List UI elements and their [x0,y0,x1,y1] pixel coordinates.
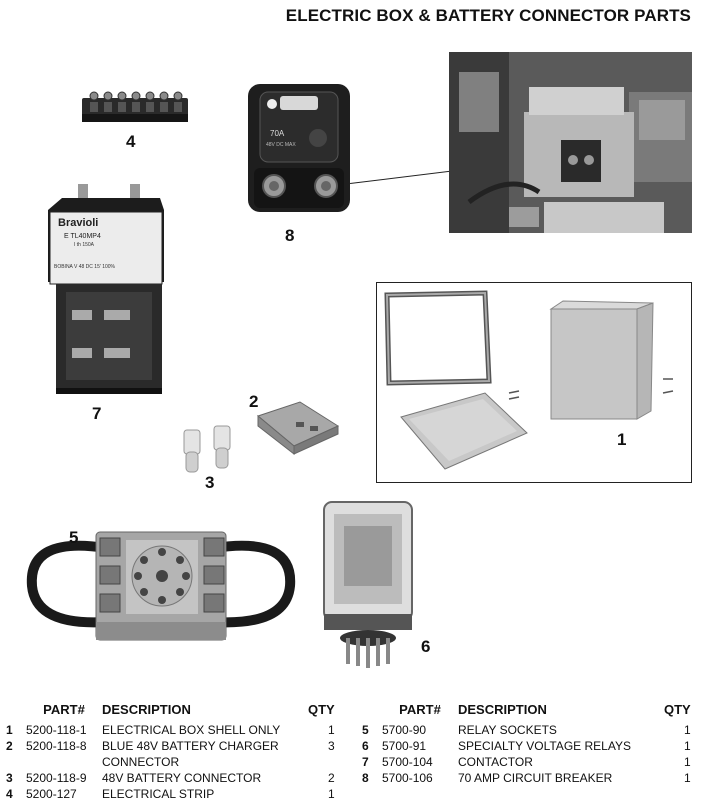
table-row: 2 5200-118-8 BLUE 48V BATTERY CHARGER 3 [6,739,335,755]
callout-5: 5 [69,528,79,547]
part-qty [308,755,335,771]
part-description: CONTACTOR [458,755,533,769]
table-row: CONNECTOR [6,755,335,771]
row-number: 8 [362,771,369,785]
callout-6: 6 [421,637,431,656]
callout-1: 1 [617,430,627,449]
part-qty: 1 [328,787,335,801]
contactor-brand-label: Bravioli [58,217,98,229]
callout-3: 3 [205,473,215,492]
part-qty: 1 [684,771,691,785]
row-number: 7 [362,755,369,769]
part-description: BLUE 48V BATTERY CHARGER [102,739,279,753]
battery-charger-connector-photo [256,401,340,456]
table-row: 8 5700-106 70 AMP CIRCUIT BREAKER 1 [362,771,691,787]
part-number: 5200-127 [26,787,77,801]
part-number: 5700-104 [382,755,433,769]
callout-4: 4 [126,132,136,151]
part-number: 5200-118-9 [26,771,87,785]
table-row: 6 5700-91 SPECIALTY VOLTAGE RELAYS 1 [362,739,691,755]
row-number: 5 [362,723,369,737]
part-description: ELECTRICAL STRIP [102,787,215,801]
row-number: 2 [6,739,13,753]
table-row: 1 5200-118-1 ELECTRICAL BOX SHELL ONLY 1 [6,723,335,739]
installed-box-photo [449,52,692,233]
part-qty: 2 [328,771,335,785]
contactor-coil-label: BOBINA V 48 DC 15' 100% [54,264,116,270]
table-row: 5 5700-90 RELAY SOCKETS 1 [362,723,691,739]
part-number: 5200-118-8 [26,739,87,753]
table-header-row: PART# DESCRIPTION QTY [362,702,691,723]
breaker-volt-label: 48V DC MAX [266,142,296,148]
part-number: 5700-106 [382,771,433,785]
part-number [26,755,102,771]
table-row: 7 5700-104 CONTACTOR 1 [362,755,691,771]
callout-2: 2 [249,392,259,411]
part-number: 5700-91 [382,739,427,753]
part-qty: 1 [684,739,691,753]
parts-table-left: PART# DESCRIPTION QTY 1 5200-118-1 ELECT… [6,702,335,803]
part-qty: 1 [684,755,691,769]
part-description: RELAY SOCKETS [458,723,557,737]
electrical-box-kit-photo [384,290,674,470]
contactor-rating-label: I th 150A [74,242,95,248]
part-qty: 1 [684,723,691,737]
circuit-breaker-photo: 70A 48V DC MAX [248,84,350,212]
battery-connector-pins-photo [183,425,231,473]
row-number [6,755,26,771]
col-header-part: PART# [399,702,441,717]
table-row: 3 5200-118-9 48V BATTERY CONNECTOR 2 [6,771,335,787]
part-qty: 1 [328,723,335,737]
part-description: ELECTRICAL BOX SHELL ONLY [102,723,281,737]
callout-7: 7 [92,404,102,423]
part-description: 48V BATTERY CONNECTOR [102,771,262,785]
col-header-qty: QTY [308,702,335,717]
part-number: 5700-90 [382,723,427,737]
page-title: ELECTRIC BOX & BATTERY CONNECTOR PARTS [285,6,691,25]
col-header-description: DESCRIPTION [102,702,191,717]
electrical-box-kit-frame: 1 [376,282,692,483]
contactor-photo: Bravioli E TL40MP4 I th 150A BOBINA V 48… [48,184,164,394]
contactor-model-label: E TL40MP4 [64,233,101,240]
col-header-description: DESCRIPTION [458,702,547,717]
col-header-part: PART# [43,702,85,717]
table-header-row: PART# DESCRIPTION QTY [6,702,335,723]
table-row: 4 5200-127 ELECTRICAL STRIP 1 [6,787,335,803]
part-description: SPECIALTY VOLTAGE RELAYS [458,739,631,753]
relay-socket-photo [26,531,296,641]
part-description: CONNECTOR [102,755,180,769]
row-number: 6 [362,739,369,753]
part-number: 5200-118-1 [26,723,87,737]
col-header-qty: QTY [664,702,691,717]
specialty-relay-photo [323,501,413,668]
part-qty: 3 [328,739,335,753]
callout-8: 8 [285,226,295,245]
row-number: 3 [6,771,13,785]
parts-table-right: PART# DESCRIPTION QTY 5 5700-90 RELAY SO… [362,702,691,787]
row-number: 4 [6,787,13,801]
terminal-strip-photo [82,91,188,122]
row-number: 1 [6,723,13,737]
part-description: 70 AMP CIRCUIT BREAKER [458,771,613,785]
breaker-amp-label: 70A [270,129,285,138]
